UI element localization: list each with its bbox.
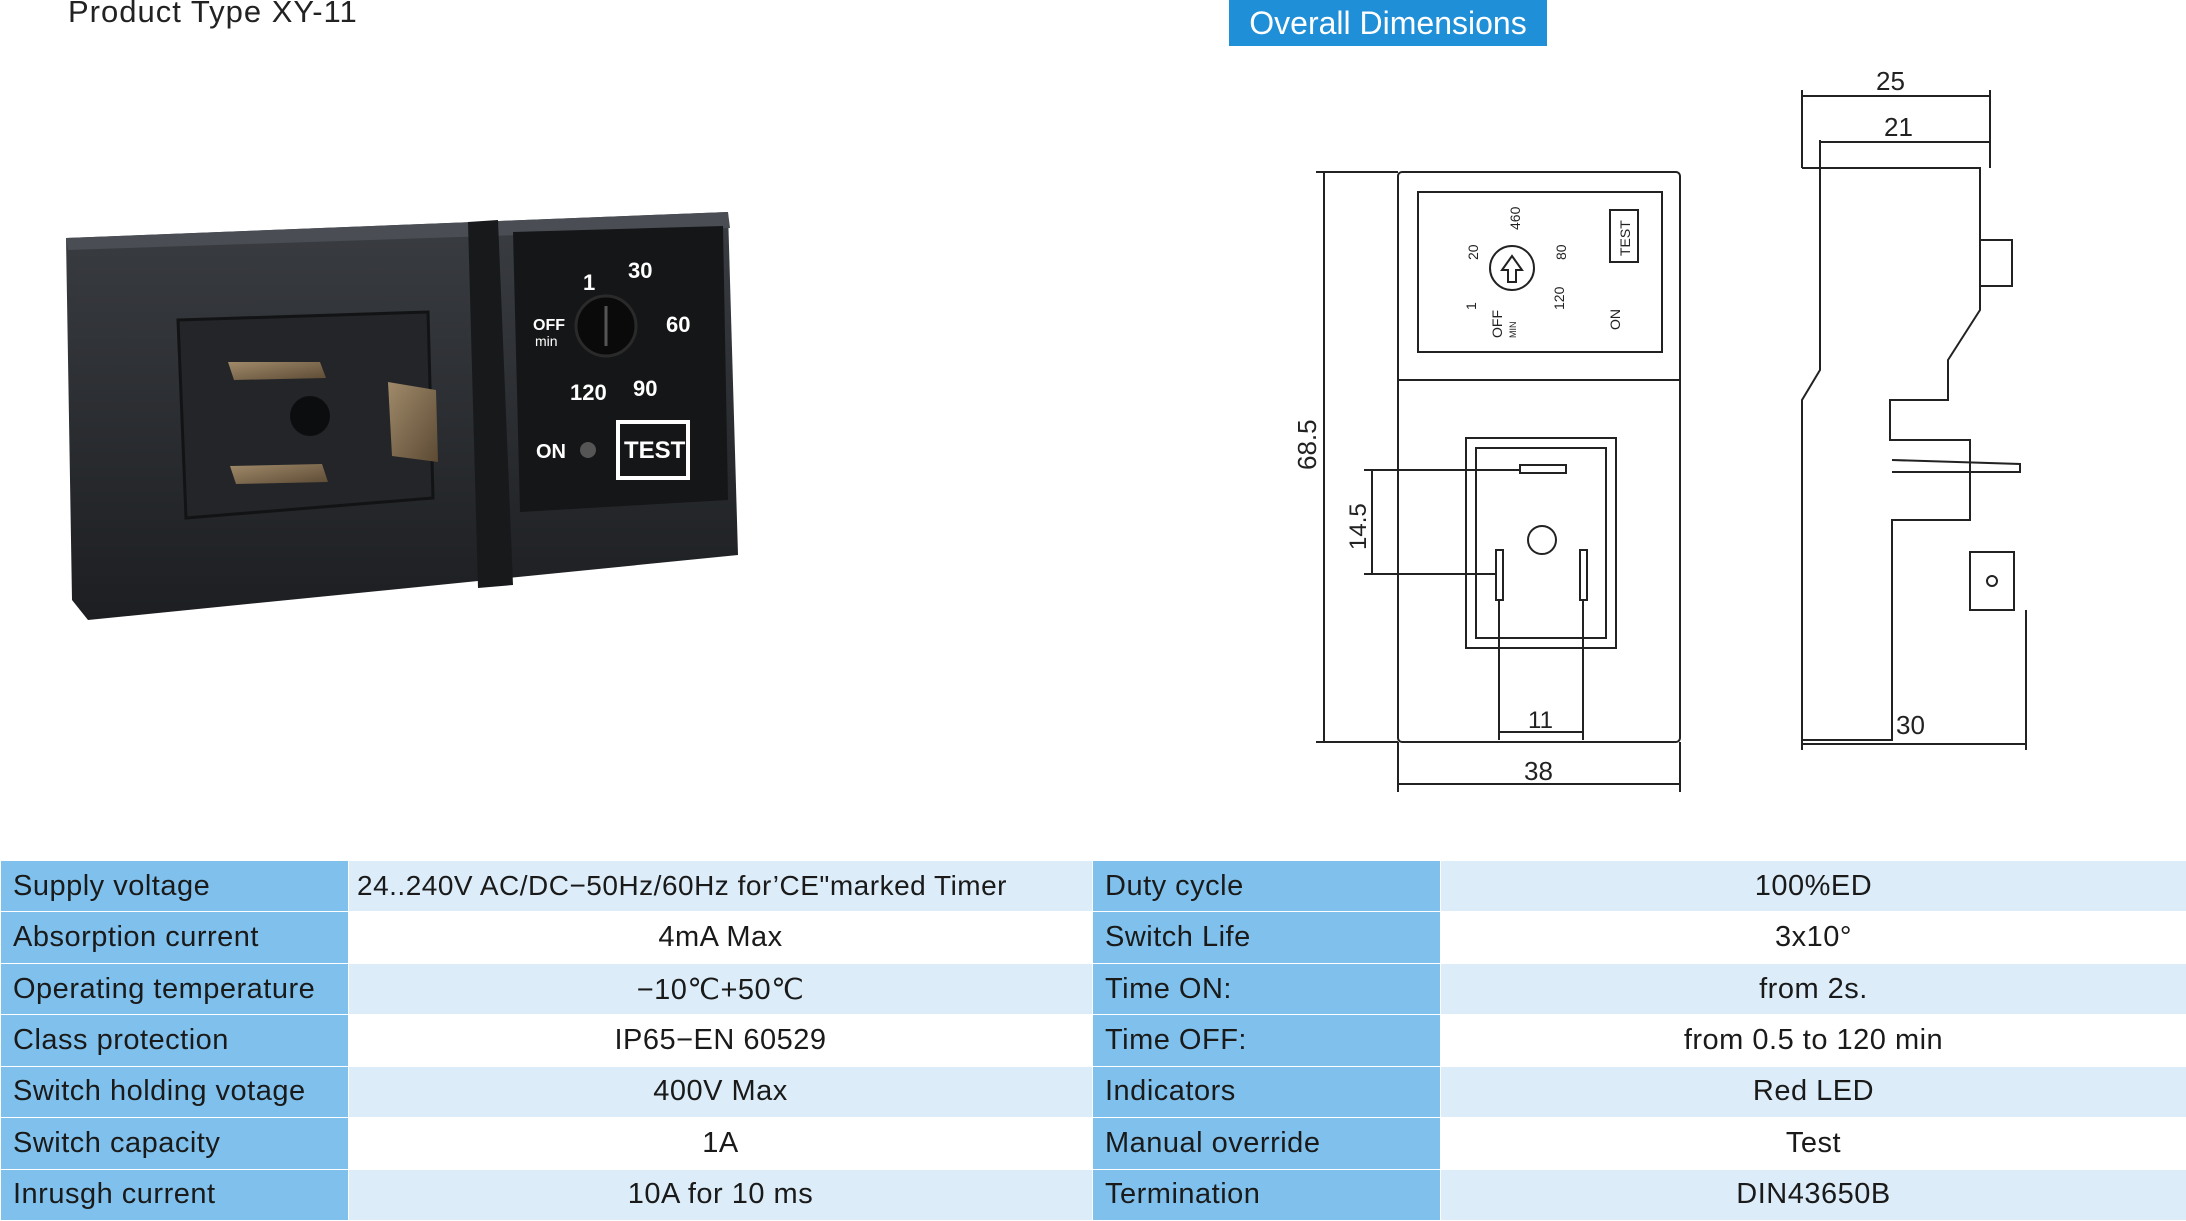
svg-text:460: 460 [1507, 206, 1523, 230]
svg-text:1: 1 [1463, 302, 1479, 310]
dim-pin-spacing-v: 14.5 [1345, 503, 1372, 550]
dial-label-1: 1 [583, 270, 595, 295]
spec-label: Time OFF: [1092, 1014, 1441, 1067]
spec-value: IP65−EN 60529 [348, 1014, 1093, 1067]
pin-top [228, 362, 326, 380]
spec-value: −10℃+50℃ [348, 962, 1093, 1016]
spec-value: DIN43650B [1440, 1168, 2186, 1221]
dial-label-60: 60 [666, 312, 690, 337]
spec-label: Termination [1092, 1168, 1441, 1221]
svg-text:TEST: TEST [1617, 220, 1633, 256]
spec-value: 4mA Max [348, 911, 1093, 964]
spec-label: Operating temperature [0, 962, 349, 1016]
min-label: min [535, 333, 558, 349]
table-row: Absorption current 4mA Max Switch Life 3… [0, 911, 2186, 964]
dim-depth-inner: 21 [1884, 112, 1913, 142]
spec-label: Indicators [1092, 1065, 1441, 1119]
dial-label-90: 90 [633, 376, 657, 401]
product-photo: 1 30 60 90 120 OFF min ON TEST [66, 212, 738, 620]
product-type-title: Product Type XY-11 [68, 0, 358, 29]
test-label: TEST [624, 437, 686, 464]
spec-label: Duty cycle [1092, 859, 1441, 913]
led-indicator [580, 442, 596, 458]
table-row: Switch holding votage 400V Max Indicator… [0, 1065, 2186, 1119]
spec-value: Test [1440, 1117, 2186, 1170]
dim-depth-top: 25 [1876, 66, 1905, 96]
spec-value: 400V Max [348, 1065, 1093, 1119]
front-connector [1465, 437, 1617, 649]
front-screw-hole [1527, 525, 1557, 555]
spec-value: Red LED [1440, 1065, 2186, 1119]
overall-dimensions-badge: Overall Dimensions [1229, 0, 1547, 46]
pin-bottom [230, 464, 328, 484]
front-test-box [1609, 209, 1639, 263]
housing-divider [468, 220, 513, 588]
spec-value: from 0.5 to 120 min [1440, 1014, 2186, 1067]
test-box [616, 420, 690, 480]
table-row: Operating temperature −10℃+50℃ Time ON: … [0, 962, 2186, 1016]
front-dial [1489, 245, 1535, 291]
spec-label: Manual override [1092, 1117, 1441, 1170]
dimension-drawing: 20 460 80 120 1 OFF MIN TEST ON 68.5 14.… [1292, 66, 2027, 792]
spec-value: from 2s. [1440, 962, 2186, 1016]
screw-hole [290, 396, 330, 436]
spec-label: Supply voltage [0, 859, 349, 913]
svg-text:120: 120 [1551, 286, 1567, 310]
spec-label: Switch holding votage [0, 1065, 349, 1119]
dim-width: 38 [1524, 756, 1553, 786]
front-dial-panel [1417, 191, 1663, 353]
dim-depth-bottom: 30 [1896, 710, 1925, 740]
dial-panel [513, 226, 728, 512]
table-row: Switch capacity 1A Manual override Test [0, 1117, 2186, 1170]
spec-label: Switch Life [1092, 911, 1441, 964]
side-view-outline [1801, 167, 1981, 741]
front-view-outline [1397, 171, 1681, 743]
spec-label: Absorption current [0, 911, 349, 964]
spec-label: Inrusgh current [0, 1168, 349, 1221]
table-row: Inrusgh current 10A for 10 ms Terminatio… [0, 1168, 2186, 1221]
spec-value: 24..240V AC/DC−50Hz/60Hz for’CE"marked T… [348, 859, 1093, 913]
off-label: OFF [533, 317, 565, 334]
spec-value: 100%ED [1440, 859, 2186, 913]
pin-side [388, 382, 438, 462]
svg-text:MIN: MIN [1508, 322, 1518, 339]
svg-text:OFF: OFF [1489, 310, 1505, 338]
specifications-table: Supply voltage 24..240V AC/DC−50Hz/60Hz … [0, 859, 2186, 1221]
svg-text:80: 80 [1553, 244, 1569, 260]
dial-label-120: 120 [570, 380, 607, 405]
on-label: ON [536, 441, 566, 463]
table-row: Supply voltage 24..240V AC/DC−50Hz/60Hz … [0, 859, 2186, 913]
spec-value: 3x10° [1440, 911, 2186, 964]
dim-pin-spacing-h: 11 [1528, 707, 1553, 734]
spec-label: Switch capacity [0, 1117, 349, 1170]
spec-value: 1A [348, 1117, 1093, 1170]
spec-label: Time ON: [1092, 962, 1441, 1016]
spec-value: 10A for 10 ms [348, 1168, 1093, 1221]
spec-label: Class protection [0, 1014, 349, 1067]
table-row: Class protection IP65−EN 60529 Time OFF:… [0, 1014, 2186, 1067]
dial-label-30: 30 [628, 258, 652, 283]
svg-text:ON: ON [1607, 309, 1623, 330]
dim-height: 68.5 [1292, 419, 1322, 470]
housing-top [66, 212, 730, 250]
svg-text:20: 20 [1465, 244, 1481, 260]
